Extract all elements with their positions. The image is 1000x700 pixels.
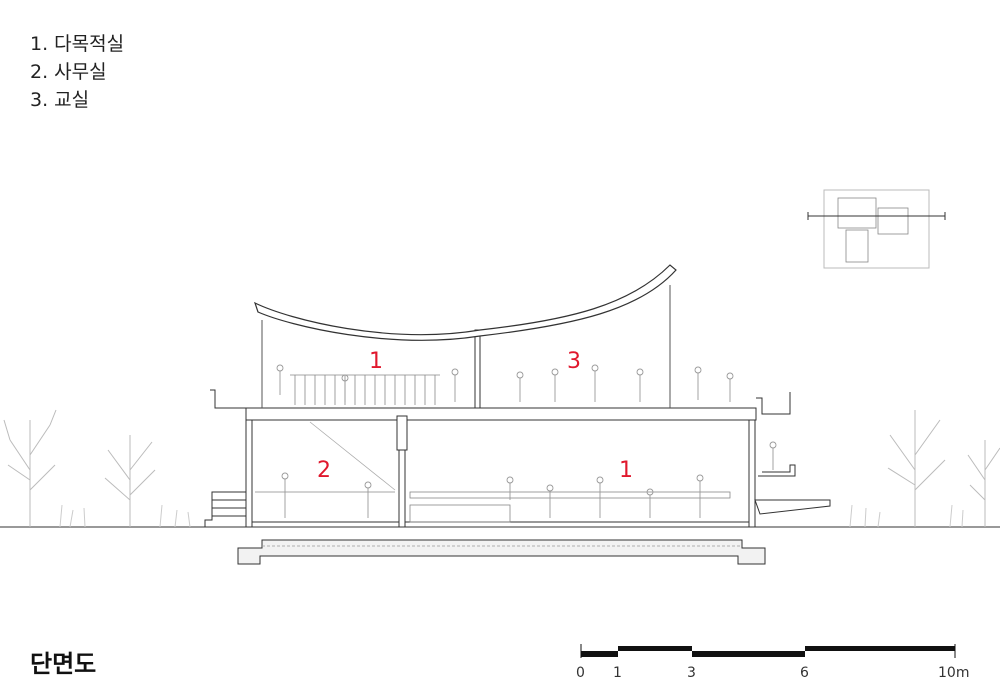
key-plan [807, 189, 946, 269]
lower-wall-right [748, 415, 756, 528]
scale-bar-segment [805, 646, 955, 651]
shrubs-left [59, 504, 191, 528]
scale-tick-0: 0 [576, 665, 585, 681]
ramp-right [754, 499, 831, 515]
scale-bar: 0 1 3 6 10m [576, 644, 969, 681]
legend-item-classroom: 3. 교실 [30, 89, 90, 111]
scale-tick-1: 1 [613, 665, 622, 681]
room-label-lower-multipurpose: 1 [619, 458, 633, 483]
parapet-right [756, 392, 791, 415]
legend-item-multipurpose-room: 1. 다목적실 [30, 33, 125, 55]
room-label-office: 2 [317, 458, 331, 483]
upper-column-mid [474, 329, 481, 409]
middle-beam [396, 415, 408, 451]
room-label-upper-classroom: 3 [567, 349, 581, 374]
tree-left-1 [3, 409, 57, 527]
balcony-right [758, 464, 796, 477]
exterior-steps-left [204, 491, 246, 527]
scale-bar-segment [581, 651, 618, 657]
lower-floor-slab [247, 521, 754, 528]
stair-diagonal [309, 421, 396, 491]
room-label-upper-multipurpose: 1 [369, 349, 383, 374]
tree-left-2 [104, 435, 156, 527]
scale-tick-6: 6 [800, 665, 809, 681]
railing-upper [290, 374, 440, 405]
tree-right-2 [967, 440, 1000, 527]
scale-tick-10m: 10m [938, 665, 969, 681]
legend: 1. 다목적실 2. 사무실 3. 교실 [30, 30, 124, 114]
parapet-left [210, 389, 260, 409]
drawing-title: 단면도 [30, 650, 97, 678]
people-figures [276, 364, 777, 518]
lower-wall-left [245, 415, 253, 528]
scale-tick-3: 3 [687, 665, 696, 681]
shrubs-right [849, 504, 964, 528]
tree-right-1 [887, 410, 946, 527]
middle-floor-slab [245, 407, 757, 421]
lower-benches [255, 491, 731, 523]
foundation-slab [237, 539, 766, 565]
scale-bar-segment [692, 651, 805, 657]
curved-roof [253, 264, 677, 341]
scale-bar-segment [618, 646, 692, 651]
legend-item-office: 2. 사무실 [30, 61, 107, 83]
